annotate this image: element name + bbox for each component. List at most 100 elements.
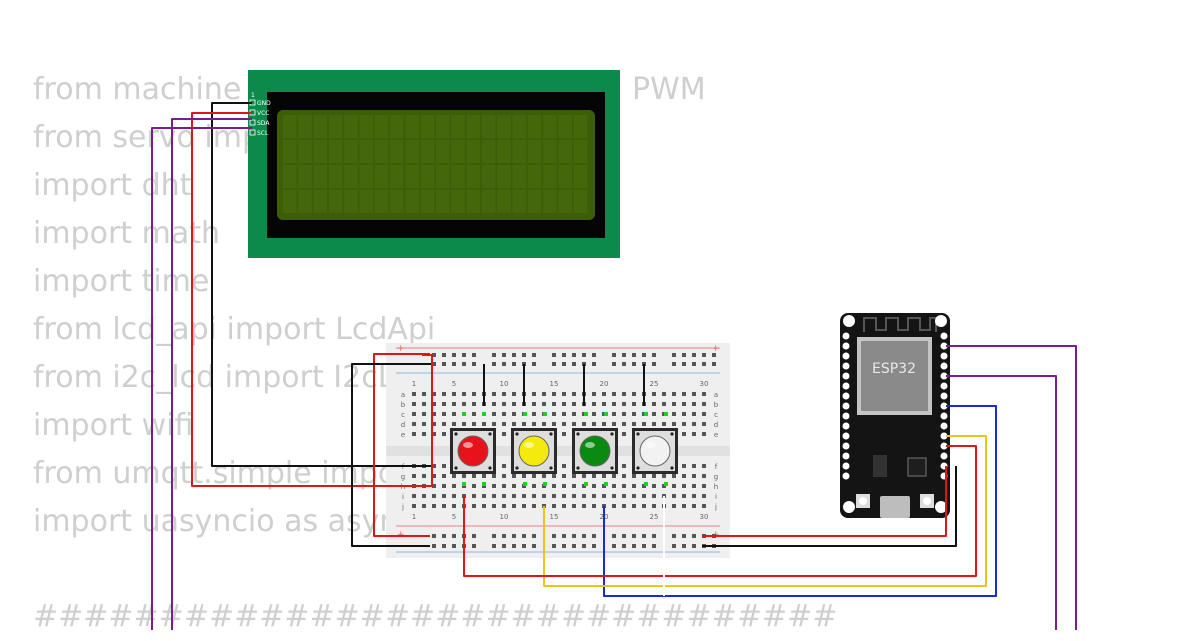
breadboard-hole	[512, 353, 516, 357]
esp32-pin-right[interactable]	[940, 412, 948, 420]
code-hash-line: ################################	[33, 599, 838, 634]
esp32-pin-left[interactable]	[842, 402, 850, 410]
lcd-cell	[451, 140, 465, 163]
esp32-pin-right[interactable]	[940, 432, 948, 440]
esp32-pin-left[interactable]	[842, 342, 850, 350]
esp32-pin-right[interactable]	[940, 362, 948, 370]
esp32-pin-left[interactable]	[842, 472, 850, 480]
esp32-pin-left[interactable]	[842, 332, 850, 340]
breadboard-hole	[442, 494, 446, 498]
lcd-pin[interactable]	[249, 119, 256, 126]
wire-esp-sda[interactable]	[946, 375, 1057, 630]
breadboard-row-letter: f	[715, 463, 718, 471]
esp32-pin-left[interactable]	[842, 442, 850, 450]
pushbutton-white[interactable]	[632, 412, 678, 486]
wire-lcd-scl[interactable]	[151, 127, 252, 630]
esp32-pin-right[interactable]	[940, 422, 948, 430]
pushbutton-green[interactable]	[572, 412, 618, 486]
breadboard-hole	[612, 494, 616, 498]
esp32-pin-right[interactable]	[940, 372, 948, 380]
breadboard-hole	[562, 353, 566, 357]
esp32-pin-left[interactable]	[842, 412, 850, 420]
esp32-pin-right[interactable]	[940, 352, 948, 360]
breadboard-hole	[522, 504, 526, 508]
breadboard-hole	[612, 353, 616, 357]
esp32-pin-left[interactable]	[842, 452, 850, 460]
lcd-cell	[328, 165, 343, 188]
lcd-pin[interactable]	[249, 129, 256, 136]
esp32-pin-left[interactable]	[842, 362, 850, 370]
code-pwm-fragment: PWM	[632, 72, 706, 107]
esp32-pin-left[interactable]	[842, 382, 850, 390]
button-leg	[462, 412, 466, 416]
breadboard-hole	[692, 484, 696, 488]
esp32-pin-left[interactable]	[842, 392, 850, 400]
wire-esp-scl[interactable]	[946, 345, 1077, 630]
esp32-pin-left[interactable]	[842, 462, 850, 470]
esp32-pin-left[interactable]	[842, 422, 850, 430]
button-leg	[584, 412, 588, 416]
breadboard-hole	[702, 412, 706, 416]
pushbutton-red[interactable]	[450, 412, 496, 486]
button-cap[interactable]	[639, 435, 671, 467]
wire-esp-gnd[interactable]	[702, 466, 957, 547]
esp32-pin-right[interactable]	[940, 392, 948, 400]
esp32-pin-left[interactable]	[842, 432, 850, 440]
breadboard-hole	[452, 362, 456, 366]
breadboard-hole	[532, 544, 536, 548]
esp32-pin-left[interactable]	[842, 352, 850, 360]
breadboard-hole	[442, 474, 446, 478]
breadboard-hole	[662, 474, 666, 478]
lcd-pin-label: GND	[257, 100, 271, 107]
breadboard-hole	[682, 484, 686, 488]
breadboard-hole	[642, 494, 646, 498]
breadboard-hole	[502, 544, 506, 548]
esp32-module-can	[861, 341, 928, 411]
breadboard-hole	[422, 504, 426, 508]
pushbutton-yellow[interactable]	[511, 412, 557, 486]
button-cap[interactable]	[579, 435, 611, 467]
button-cap-highlight	[585, 442, 595, 448]
breadboard-hole	[622, 464, 626, 468]
breadboard-hole	[532, 474, 536, 478]
esp32-pin-left[interactable]	[842, 372, 850, 380]
lcd-cell	[481, 165, 496, 188]
button-corner-dot	[515, 432, 519, 436]
breadboard-column-number: 30	[700, 513, 709, 521]
button-cap[interactable]	[518, 435, 550, 467]
wire-button-yellow[interactable]	[543, 435, 987, 587]
button-cap[interactable]	[457, 435, 489, 467]
wire-rail-red-link[interactable]	[373, 353, 430, 537]
breadboard-hole	[502, 392, 506, 396]
esp32-pin-right[interactable]	[940, 442, 948, 450]
breadboard-hole	[412, 432, 416, 436]
esp32-pin-right[interactable]	[940, 342, 948, 350]
breadboard-hole	[682, 353, 686, 357]
breadboard-hole	[612, 392, 616, 396]
breadboard-row-letter: b	[714, 401, 719, 409]
breadboard-hole	[572, 353, 576, 357]
esp32-pin-headers	[842, 332, 948, 480]
breadboard-hole	[592, 474, 596, 478]
breadboard-hole	[652, 412, 656, 416]
lcd-cell	[466, 115, 481, 138]
wire-esp-vin[interactable]	[702, 466, 947, 537]
esp32-board[interactable]: ESP32	[840, 313, 950, 518]
breadboard-hole	[522, 534, 526, 538]
breadboard-hole	[582, 422, 586, 426]
breadboard-hole	[672, 402, 676, 406]
wire-lcd-sda[interactable]	[171, 118, 252, 630]
esp32-pin-right[interactable]	[940, 402, 948, 410]
wire-rail-black-link[interactable]	[351, 363, 430, 547]
breadboard-hole	[652, 353, 656, 357]
esp32-pin-right[interactable]	[940, 382, 948, 390]
wire-button-red[interactable]	[463, 445, 977, 577]
wire-lcd-vcc[interactable]	[191, 112, 433, 487]
breadboard-row-letter: c	[714, 411, 718, 419]
esp32-pin-right[interactable]	[940, 332, 948, 340]
breadboard-hole	[422, 474, 426, 478]
esp32-pin-right[interactable]	[940, 452, 948, 460]
wire-button-green[interactable]	[603, 405, 997, 597]
breadboard-column-number: 15	[550, 380, 559, 388]
